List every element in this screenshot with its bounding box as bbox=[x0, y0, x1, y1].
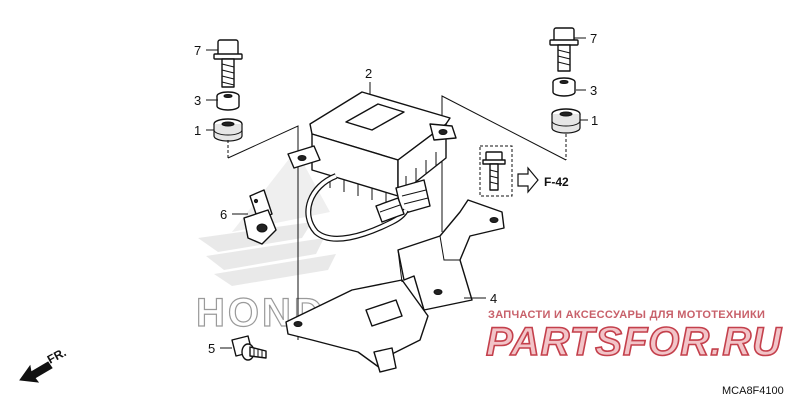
callout-4: 4 bbox=[490, 291, 497, 306]
grommet-1-right bbox=[551, 108, 581, 134]
callout-7-right: 7 bbox=[590, 31, 597, 46]
callout-3-left: 3 bbox=[194, 93, 201, 108]
bolt-7-left bbox=[213, 39, 243, 88]
reference-label: F-42 bbox=[544, 175, 569, 189]
diagram-code: MCA8F4100 bbox=[722, 385, 784, 397]
callout-2: 2 bbox=[365, 66, 372, 81]
callout-5: 5 bbox=[208, 341, 215, 356]
watermark-site: PARTSFOR.RU bbox=[486, 320, 782, 364]
sensor-6 bbox=[243, 189, 277, 245]
callout-7-left: 7 bbox=[194, 43, 201, 58]
collar-3-left bbox=[216, 91, 240, 111]
control-unit-2 bbox=[287, 91, 457, 215]
callout-1-right: 1 bbox=[591, 113, 598, 128]
reference-arrow-icon bbox=[517, 166, 539, 194]
wire-harness bbox=[305, 173, 409, 242]
callout-3-right: 3 bbox=[590, 83, 597, 98]
reference-bolt-box bbox=[479, 145, 513, 197]
watermark-tagline: ЗАПЧАСТИ И АКСЕССУАРЫ ДЛЯ МОТОТЕХНИКИ bbox=[488, 309, 765, 321]
grommet-1-left bbox=[213, 118, 243, 142]
callout-6: 6 bbox=[220, 207, 227, 222]
bracket-4 bbox=[285, 199, 505, 373]
callout-1-left: 1 bbox=[194, 123, 201, 138]
front-direction-arrow-icon bbox=[19, 361, 53, 383]
bolt-7-right bbox=[549, 27, 579, 72]
bolt-5 bbox=[231, 335, 267, 361]
collar-3-right bbox=[552, 77, 576, 97]
